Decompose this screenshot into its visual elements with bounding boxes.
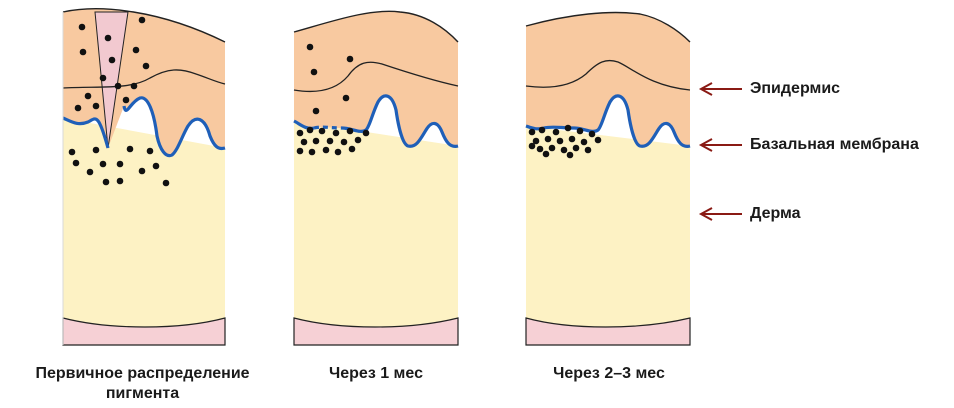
- dermis-layer: [63, 118, 225, 345]
- panel-caption-one-month: Через 1 мес: [296, 364, 456, 384]
- dermis-layer: [526, 126, 690, 345]
- panel-primary: [63, 9, 225, 345]
- dermis-layer: [294, 121, 458, 345]
- panel-caption-primary: Первичное распределение пигмента: [0, 364, 285, 404]
- panel-caption-two-three-months: Через 2–3 мес: [524, 364, 694, 384]
- arrow-left-icon: [701, 208, 742, 220]
- legend-dermis-label: Дерма: [750, 204, 801, 224]
- legend-basement-membrane-label: Базальная мембрана: [750, 135, 919, 155]
- panel-two-three-months: [526, 13, 690, 346]
- arrow-left-icon: [701, 83, 742, 95]
- arrow-left-icon: [701, 139, 742, 151]
- panel-one-month: [294, 11, 458, 345]
- legend-epidermis-label: Эпидермис: [750, 79, 840, 99]
